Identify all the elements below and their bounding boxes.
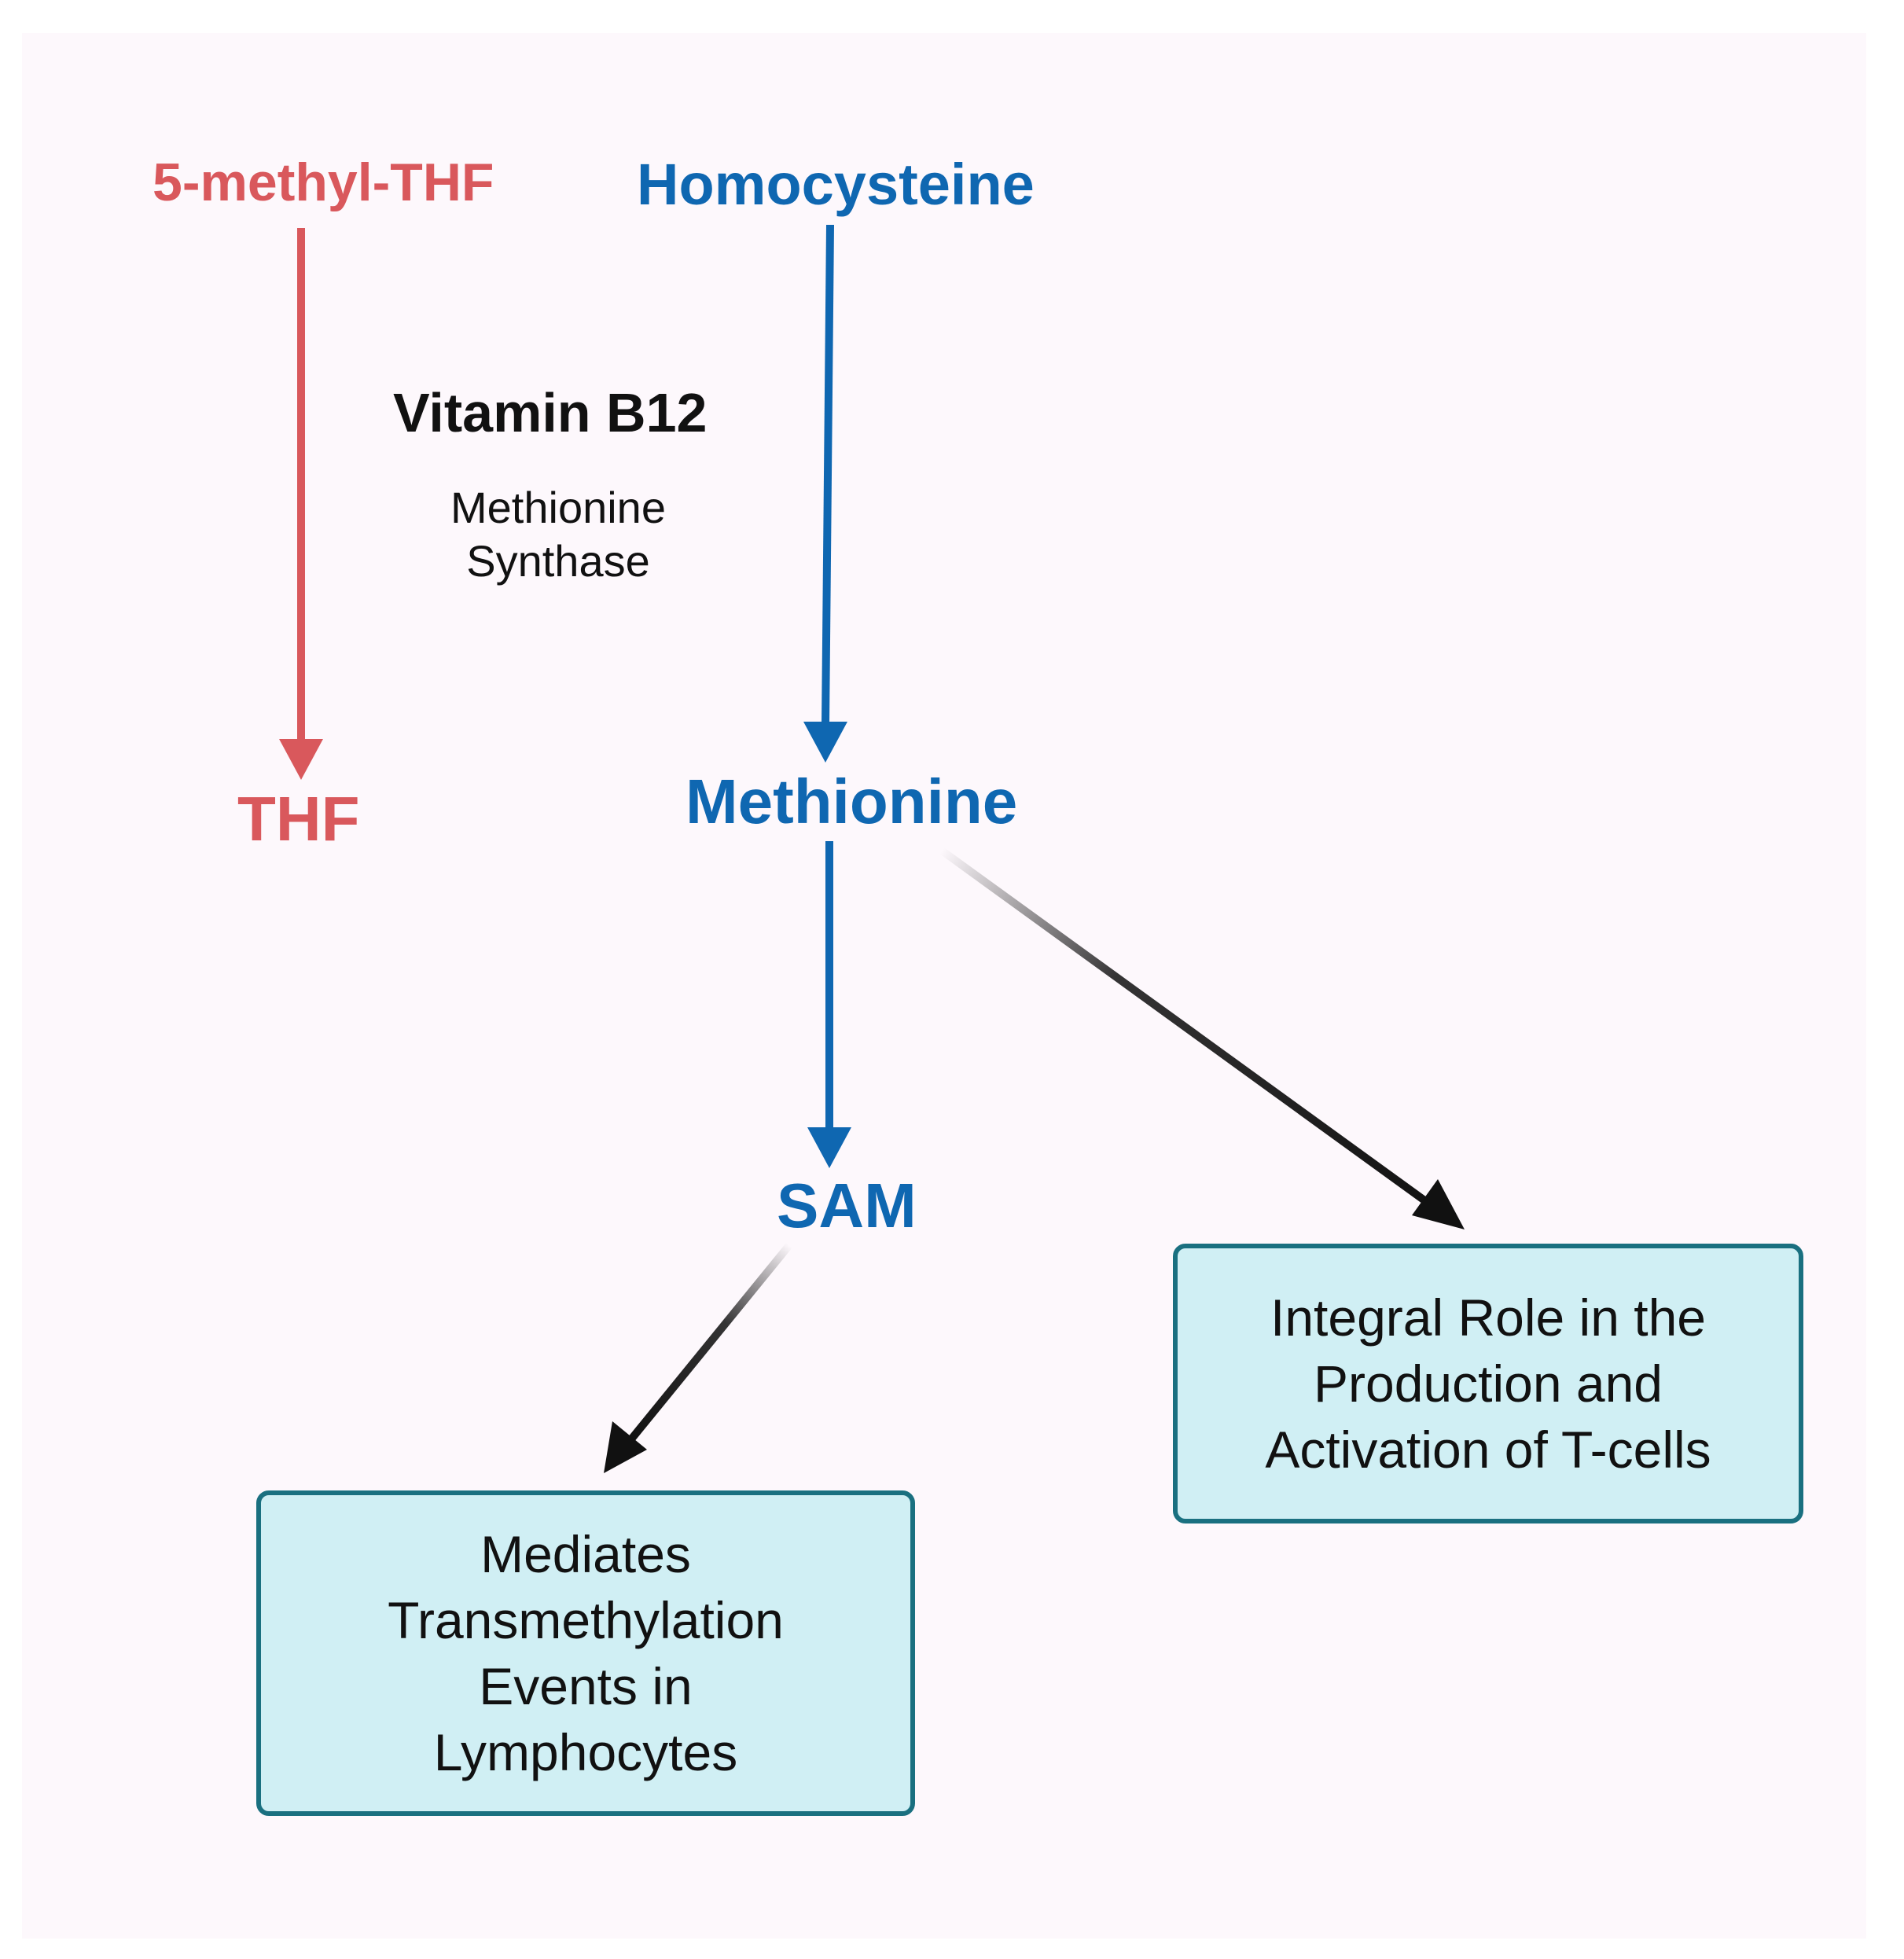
thf-label: THF bbox=[237, 784, 360, 854]
arrow-homocysteine-to-methionine bbox=[803, 224, 847, 763]
tcell-role-text: Integral Role in the Production and Acti… bbox=[1265, 1288, 1711, 1479]
vitamin-b12-label: Vitamin B12 bbox=[393, 382, 708, 443]
sam-label: SAM bbox=[777, 1171, 917, 1240]
arrow-methionine-to-tcells bbox=[939, 847, 1465, 1229]
arrow-methionine-to-sam bbox=[807, 841, 851, 1168]
tcell-role-box: Integral Role in the Production and Acti… bbox=[1173, 1244, 1803, 1523]
methionine-label: Methionine bbox=[686, 766, 1018, 836]
homocysteine-label: Homocysteine bbox=[637, 152, 1035, 217]
arrow-sam-to-lymphocytes bbox=[604, 1242, 792, 1473]
lymphocyte-transmethylation-box: Mediates Transmethylation Events in Lymp… bbox=[256, 1490, 915, 1816]
arrow-5mthf-to-thf bbox=[279, 228, 323, 780]
methionine-synthase-label: Methionine Synthase bbox=[450, 483, 666, 586]
5-methyl-thf-label: 5-methyl-THF bbox=[153, 153, 494, 212]
lymphocyte-transmethylation-text: Mediates Transmethylation Events in Lymp… bbox=[388, 1525, 784, 1781]
